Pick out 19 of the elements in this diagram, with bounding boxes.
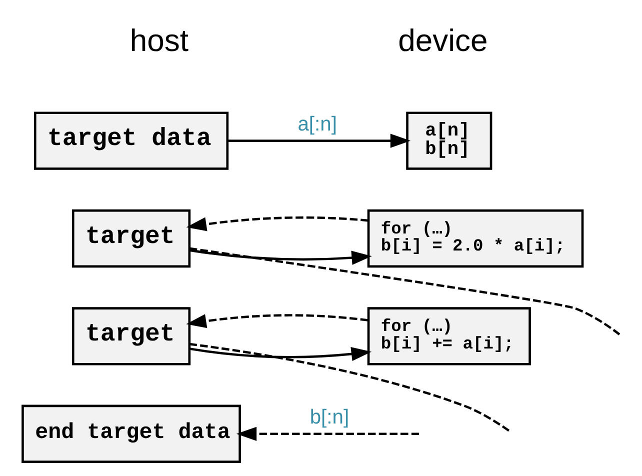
- edge-label: a[:n]: [297, 113, 336, 136]
- node-box: for (…) b[i] = 2.0 * a[i];: [366, 208, 584, 268]
- edge-label: b[:n]: [309, 406, 349, 428]
- arrow: [186, 314, 368, 328]
- arrow: [188, 346, 372, 361]
- arrow: [189, 248, 372, 264]
- connector: [188, 246, 620, 335]
- arrow: [186, 216, 368, 231]
- node-box: target: [71, 208, 190, 268]
- node-box: target data: [33, 111, 228, 170]
- arrow: [227, 133, 410, 148]
- node-box: a[n] b[n]: [406, 111, 492, 170]
- arrow: [236, 426, 419, 440]
- node-box: target: [71, 306, 190, 365]
- node-box: end target data: [21, 404, 240, 462]
- node-box: for (…) b[i] += a[i];: [366, 306, 530, 365]
- label: device: [398, 22, 488, 58]
- label: host: [129, 22, 188, 58]
- connector: [188, 342, 512, 433]
